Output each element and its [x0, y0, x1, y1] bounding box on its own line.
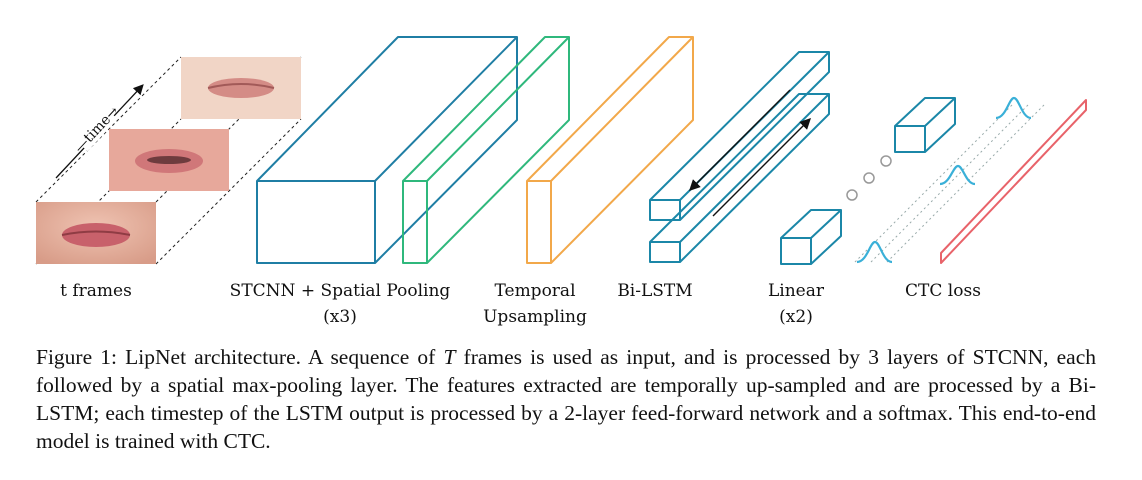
label-bilstm: Bi-LSTM	[617, 281, 693, 301]
frame-image-3	[181, 57, 301, 119]
frame-image-2	[109, 129, 229, 191]
label-upsampling: Upsampling	[483, 307, 587, 327]
caption-prefix: Figure 1: LipNet architecture. A sequenc…	[36, 345, 444, 369]
caption-suffix: frames is used as input, and is processe…	[36, 345, 1096, 453]
ctc-loss-plane	[940, 99, 1087, 264]
caption-variable: T	[443, 345, 456, 369]
label-stcnn: STCNN + Spatial Pooling	[229, 281, 451, 301]
figure-caption: Figure 1: LipNet architecture. A sequenc…	[36, 343, 1096, 455]
ctc-grid-lines	[854, 103, 1046, 263]
linear-block-upper	[894, 97, 956, 153]
label-frames: t frames	[60, 281, 132, 301]
label-ctc-loss: CTC loss	[905, 281, 981, 301]
label-linear: Linear	[768, 281, 824, 301]
label-stcnn-repeat: (x3)	[323, 307, 357, 327]
bilstm-forward-arrow	[712, 118, 811, 217]
label-linear-repeat: (x2)	[779, 307, 813, 327]
ellipsis-dots	[846, 155, 892, 201]
ctc-distribution-curves	[856, 96, 1032, 264]
upsampling-green-block	[402, 36, 570, 264]
bilstm-backward-arrow	[689, 89, 791, 191]
bilstm-block	[649, 51, 830, 263]
input-frames: —time→	[35, 56, 302, 265]
linear-block-lower	[780, 209, 842, 265]
label-temporal: Temporal	[494, 281, 576, 301]
upsampling-orange-block	[526, 36, 694, 264]
frame-image-1	[36, 202, 156, 264]
